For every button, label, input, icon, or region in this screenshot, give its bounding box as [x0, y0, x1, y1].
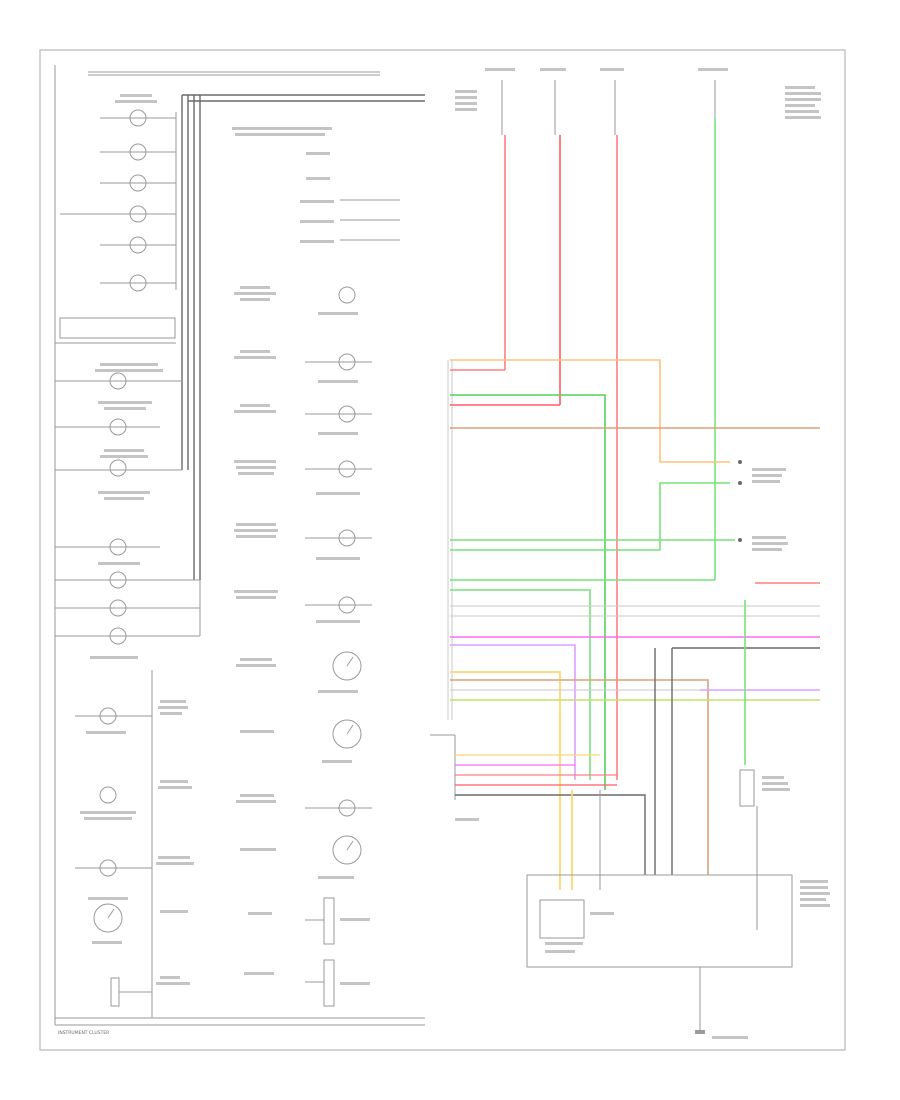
gauge-icon [332, 651, 362, 681]
lamp-icon [305, 405, 372, 423]
lamp-icon [100, 174, 176, 192]
gauge-icon [332, 835, 362, 865]
lamp-icon [100, 109, 176, 127]
lamp-icon [75, 859, 152, 877]
gauge-icon [332, 719, 362, 749]
wire-orange [450, 359, 730, 463]
left-lamp-column [55, 109, 201, 1007]
wire-yellow [450, 671, 561, 890]
lamp-icon [305, 529, 372, 547]
lamp-icon [55, 538, 160, 556]
middle-lamp-column [232, 127, 372, 1007]
resistor-icon [110, 977, 152, 1007]
lamp-icon [60, 205, 176, 223]
lamp-icon [305, 596, 372, 614]
lamp-icon [99, 786, 117, 804]
body-control-module [526, 874, 793, 968]
lamp-icon [55, 372, 182, 390]
lamp-icon [305, 353, 372, 371]
lamp-icon [55, 418, 160, 436]
lamp-icon [100, 143, 176, 161]
fuel-gauge-icon [93, 903, 123, 933]
wire-tan-lower [450, 679, 709, 875]
diagram-frame [39, 49, 846, 1051]
harness-block [430, 68, 830, 1039]
odometer-icon [305, 959, 335, 1007]
wire-light-green-down [450, 589, 591, 780]
left-label-stubs [80, 94, 194, 985]
lamp-icon [305, 460, 372, 478]
connector-rows [340, 199, 400, 241]
lamp-icon [75, 707, 152, 725]
lamp-icon [55, 459, 182, 477]
odometer-icon [305, 897, 335, 945]
lamp-icon [55, 571, 200, 589]
wire-green-sensor [450, 482, 730, 551]
lamp-icon [100, 274, 176, 292]
wire-green-run [450, 394, 606, 790]
lamp-icon [100, 236, 176, 254]
wire-violet-down [450, 644, 576, 780]
lamp-icon [305, 799, 372, 817]
lamp-icon [55, 627, 200, 645]
lamp-icon [55, 599, 200, 617]
lamp-icon [338, 286, 356, 304]
instrument-cluster-block: INSTRUMENT CLUSTER [54, 65, 425, 1036]
diagram-title: INSTRUMENT CLUSTER [58, 1030, 109, 1036]
